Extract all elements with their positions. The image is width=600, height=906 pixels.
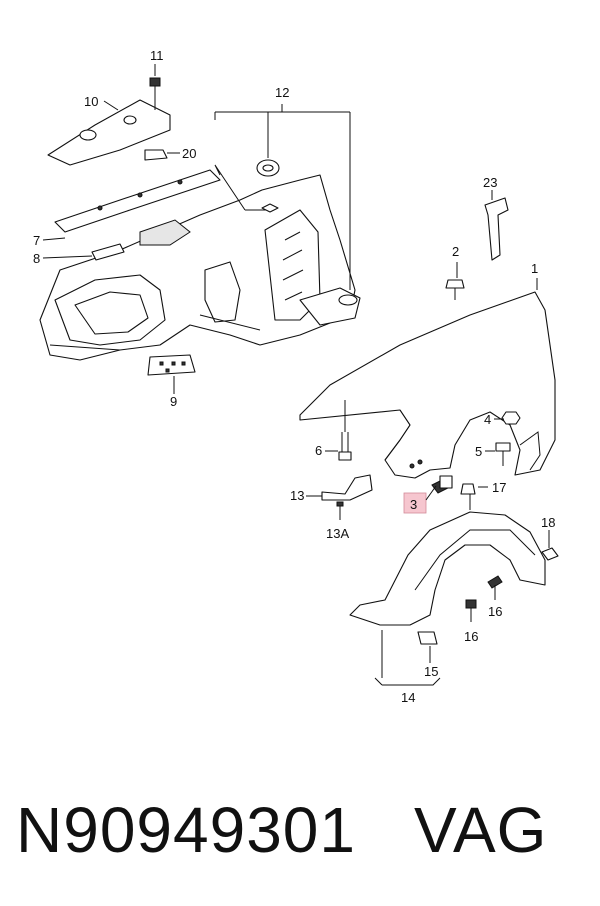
callout-13a: 13A <box>326 526 349 541</box>
nut-4 <box>501 411 521 425</box>
callout-6: 6 <box>315 443 322 458</box>
callout-15: 15 <box>424 664 438 679</box>
strip-7 <box>54 169 221 233</box>
callout-16b: 16 <box>464 629 478 644</box>
callout-7: 7 <box>33 233 40 248</box>
callout-8: 8 <box>33 251 40 266</box>
bolt-6 <box>338 400 352 461</box>
part-number: N90949301 <box>16 794 356 866</box>
callout-20: 20 <box>182 146 196 161</box>
callout-4: 4 <box>484 412 491 427</box>
leader-8 <box>42 255 93 259</box>
brand-label: VAG <box>414 794 548 866</box>
front-body-structure <box>39 164 361 376</box>
screw-16a <box>487 575 503 600</box>
leader-7 <box>42 237 66 241</box>
callout-13: 13 <box>290 488 304 503</box>
wheel-liner <box>349 511 546 645</box>
bolt-5 <box>495 442 511 466</box>
clip-18 <box>541 530 559 561</box>
callout-3: 3 <box>410 497 417 512</box>
bracket-13 <box>321 474 373 501</box>
callout-5: 5 <box>475 444 482 459</box>
seal-8 <box>91 243 125 261</box>
callout-17: 17 <box>492 480 506 495</box>
callout-3-highlight <box>403 492 427 514</box>
callout-1: 1 <box>531 261 538 276</box>
screw-13a <box>336 501 344 520</box>
callout-11: 11 <box>150 48 164 63</box>
bolt-2 <box>445 262 465 300</box>
callout-labels: 1 2 3 4 5 6 7 8 9 10 11 12 13 13A 14 15 … <box>33 48 555 705</box>
leader-14 <box>374 630 441 686</box>
callout-14: 14 <box>401 690 415 705</box>
callout-2: 2 <box>452 244 459 259</box>
callout-18: 18 <box>541 515 555 530</box>
callout-9: 9 <box>170 394 177 409</box>
front-fender <box>299 278 556 479</box>
bracket-23 <box>484 190 509 261</box>
washer-17 <box>460 483 488 510</box>
callout-10: 10 <box>84 94 98 109</box>
callout-16a: 16 <box>488 604 502 619</box>
callout-23: 23 <box>483 175 497 190</box>
parts-diagram: 1 2 3 4 5 6 7 8 9 10 11 12 13 13A 14 15 … <box>33 48 559 705</box>
screw-3 <box>431 475 453 494</box>
callout-12: 12 <box>275 85 289 100</box>
clip-20 <box>144 149 168 161</box>
leader-10 <box>103 100 119 111</box>
screw-16b <box>465 599 477 622</box>
bolt-11 <box>149 77 161 110</box>
footer: N90949301 VAG <box>0 790 600 880</box>
leader-3 <box>425 485 437 501</box>
ring-12 <box>214 104 351 290</box>
bracket-10 <box>47 99 171 166</box>
